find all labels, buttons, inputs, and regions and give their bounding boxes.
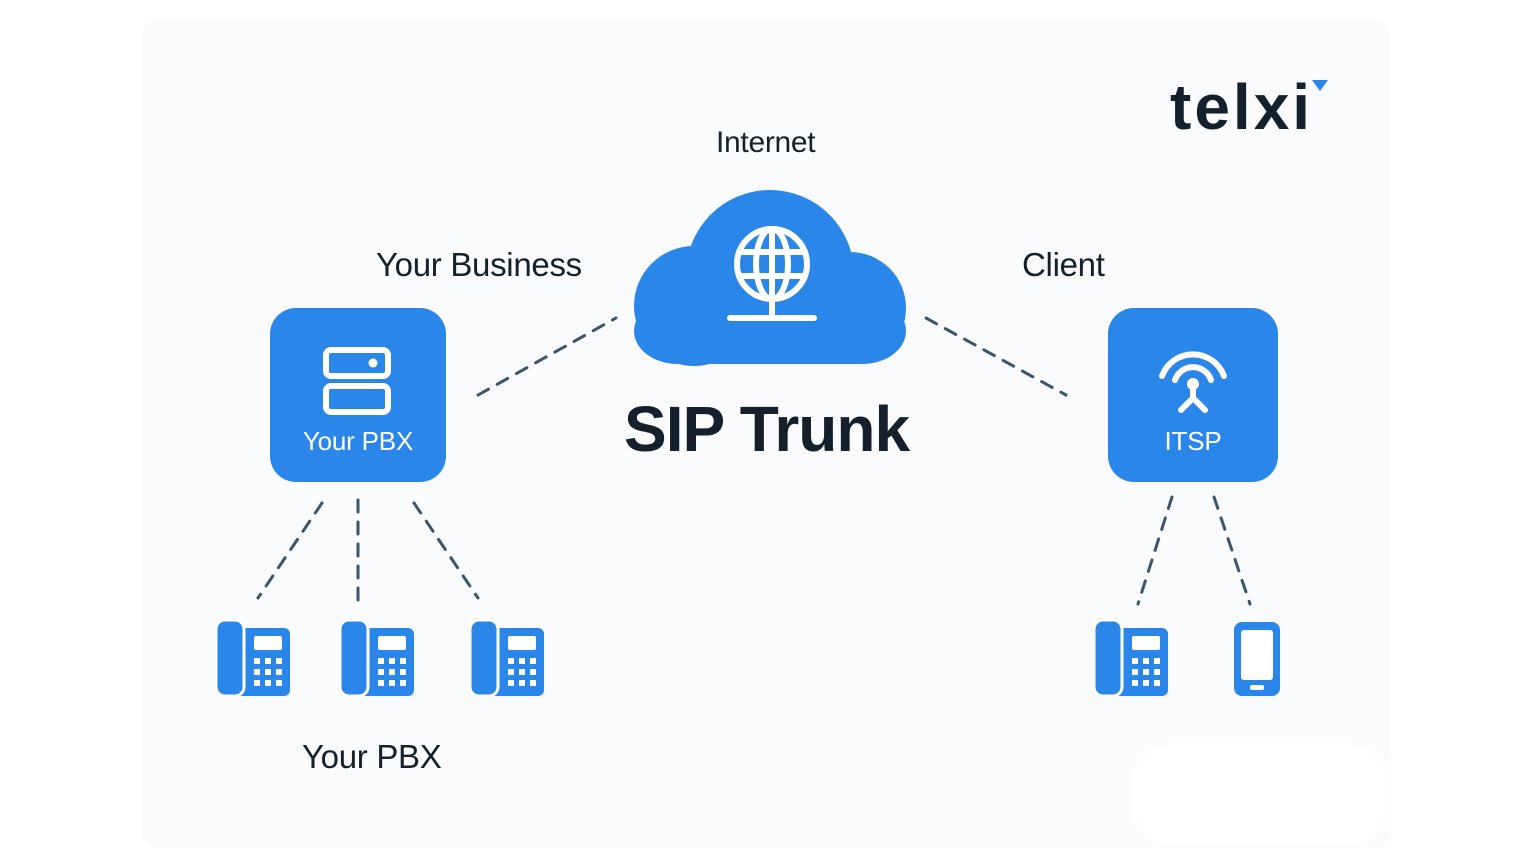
desk-phone-icon <box>338 618 414 698</box>
bottom-your-pbx-label: Your PBX <box>302 738 442 775</box>
globe-network-icon <box>727 226 817 321</box>
cloud-node <box>634 190 906 366</box>
itsp-node-label: ITSP <box>1164 426 1222 456</box>
pbx-node-label: Your PBX <box>302 426 414 456</box>
link-pbx-phone-1 <box>256 501 324 600</box>
internet-label: Internet <box>716 126 816 159</box>
your-business-label: Your Business <box>376 246 582 283</box>
link-itsp-phone <box>1136 495 1174 606</box>
link-cloud-itsp <box>924 316 1068 397</box>
antenna-icon <box>1159 351 1227 413</box>
desk-phone-icon <box>214 618 290 698</box>
telxi-logo: telxi <box>1170 71 1314 143</box>
desk-phone-icon <box>1092 618 1168 698</box>
pbx-node: Your PBX <box>270 308 446 482</box>
itsp-node: ITSP <box>1108 308 1278 482</box>
corner-fade <box>1130 740 1390 848</box>
mobile-phone-icon <box>1234 622 1280 696</box>
sip-trunk-title: SIP Trunk <box>624 393 910 465</box>
logo-accent-icon <box>1312 80 1328 91</box>
client-label: Client <box>1022 246 1105 283</box>
link-pbx-cloud <box>476 316 618 397</box>
server-icon <box>323 347 391 415</box>
desk-phone-icon <box>468 618 544 698</box>
link-pbx-phone-3 <box>412 501 480 600</box>
link-itsp-mobile <box>1212 495 1252 606</box>
